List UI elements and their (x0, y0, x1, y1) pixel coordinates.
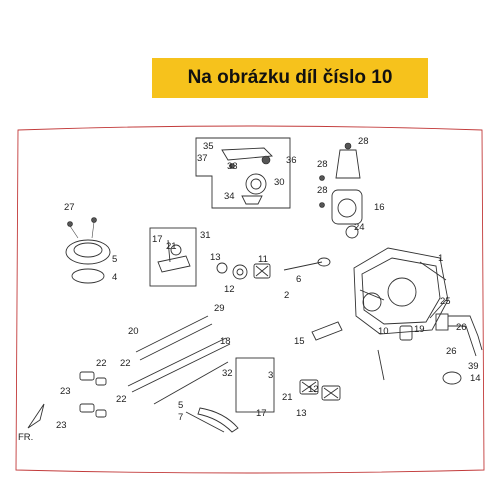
callout-label: 32 (222, 368, 233, 379)
push-rods (127, 315, 231, 405)
part-number-banner: Na obrázku díl číslo 10 (152, 58, 428, 98)
callout-label: 21 (282, 392, 293, 403)
callout-label: 33 (227, 161, 238, 172)
callout-label: 24 (354, 222, 365, 233)
callout-label: 6 (296, 274, 301, 285)
side-cover (65, 217, 111, 284)
callout-label: 23 (60, 386, 71, 397)
exhaust-pipe (435, 313, 483, 385)
rocker-group-box (149, 227, 197, 287)
callout-labels: 35 37 33 36 30 34 28 28 28 16 24 27 5 4 … (56, 136, 481, 431)
callout-label: 28 (317, 159, 328, 170)
direction-arrow-icon (27, 403, 45, 429)
callout-label: 31 (200, 230, 211, 241)
callout-label: 16 (374, 202, 385, 213)
intake-assembly (319, 142, 363, 239)
valve-springs (216, 257, 331, 280)
callout-label: 5 (178, 400, 183, 411)
callout-label: 27 (64, 202, 75, 213)
callout-label: 28 (317, 185, 328, 196)
callout-label: 11 (258, 254, 268, 265)
callout-label: 36 (286, 155, 297, 166)
callout-label: 2 (284, 290, 289, 301)
callout-label: 22 (120, 358, 131, 369)
callout-label: 19 (414, 324, 425, 335)
callout-label: 12 (308, 384, 319, 395)
cylinder-head (353, 247, 449, 335)
callout-label: 30 (274, 177, 285, 188)
valve-train-parts (221, 147, 273, 205)
callout-label: 5 (112, 254, 117, 265)
callout-label: 10 (378, 326, 389, 337)
callout-label: 20 (128, 326, 139, 337)
callout-label: 39 (468, 361, 479, 372)
callout-label: 21 (166, 241, 177, 252)
callout-label: 15 (294, 336, 305, 347)
callout-label: 14 (470, 373, 481, 384)
callout-label: 28 (358, 136, 369, 147)
dowel-pins (79, 371, 107, 418)
diagram-frame (15, 125, 485, 474)
callout-label: 25 (440, 296, 451, 307)
callout-label: 3 (268, 370, 273, 381)
callout-label: 22 (116, 394, 127, 405)
callout-label: 1 (438, 253, 443, 264)
callout-label: 23 (56, 420, 67, 431)
chain-guide (185, 407, 239, 433)
lower-springs (299, 379, 341, 401)
callout-label: 7 (178, 412, 183, 423)
banner-text: Na obrázku díl číslo 10 (187, 67, 393, 88)
callout-label: 35 (203, 141, 214, 152)
callout-label: 26 (456, 322, 467, 333)
callout-label: 22 (96, 358, 107, 369)
callout-label: 13 (210, 252, 221, 263)
lower-rocker-box (235, 357, 275, 413)
valve-group-box (195, 137, 291, 209)
callout-label: 34 (224, 191, 235, 202)
callout-label: 37 (197, 153, 208, 164)
callout-label: 17 (152, 234, 163, 245)
callout-label: 13 (296, 408, 307, 419)
callout-label: 26 (446, 346, 457, 357)
callout-label: 12 (224, 284, 235, 295)
direction-label: FR. (18, 432, 33, 443)
spark-plug (311, 321, 413, 381)
rocker-arm-parts (157, 239, 191, 273)
callout-label: 17 (256, 408, 267, 419)
callout-label: 4 (112, 272, 117, 283)
callout-label: 18 (220, 336, 231, 347)
callout-label: 29 (214, 303, 225, 314)
